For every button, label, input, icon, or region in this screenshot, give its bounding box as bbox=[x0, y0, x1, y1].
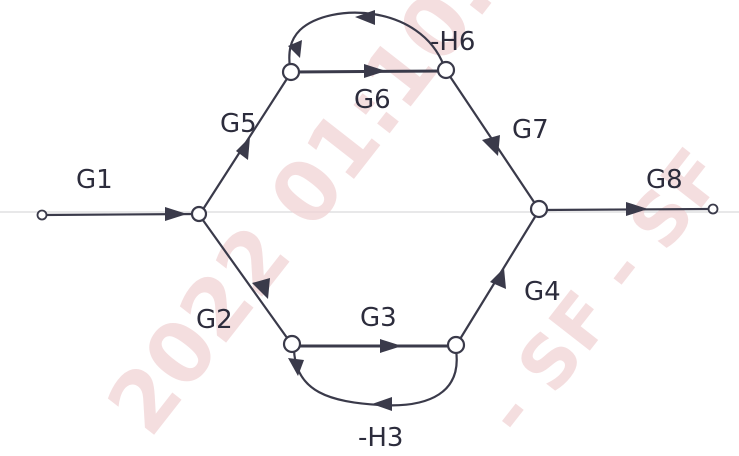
node-output bbox=[707, 203, 719, 215]
node-split bbox=[190, 205, 208, 223]
arrow-g5 bbox=[236, 137, 250, 160]
watermark: 2022 01:10:44 PM - SF - SF bbox=[89, 0, 739, 452]
node-lower-left bbox=[282, 334, 302, 354]
branch-g2 bbox=[198, 214, 292, 344]
node-join bbox=[529, 199, 549, 219]
branch-labels: G1 G2 G3 G4 G5 G6 G7 G8 -H6 -H3 bbox=[76, 27, 683, 453]
node-upper-left bbox=[281, 62, 301, 82]
label-g2: G2 bbox=[196, 305, 233, 335]
label-g6: G6 bbox=[354, 85, 391, 115]
nodes bbox=[36, 60, 719, 355]
node-upper-right bbox=[436, 60, 456, 80]
label-g7: G7 bbox=[512, 115, 549, 145]
branch-h3-feedback bbox=[292, 348, 458, 407]
label-g4: G4 bbox=[524, 277, 561, 307]
label-g8: G8 bbox=[646, 165, 683, 195]
arrow-g6 bbox=[364, 64, 386, 78]
label-g5: G5 bbox=[220, 109, 257, 139]
arrow-g4 bbox=[490, 268, 506, 289]
arrow-g7 bbox=[482, 135, 500, 156]
label-g1: G1 bbox=[76, 165, 113, 195]
node-input bbox=[36, 209, 48, 221]
arrow-g8 bbox=[626, 202, 648, 216]
label-h6: -H6 bbox=[430, 27, 475, 57]
arrowheads bbox=[165, 10, 648, 411]
branch-h6-feedback bbox=[288, 11, 446, 70]
arrow-h3-end bbox=[288, 358, 304, 376]
branch-g8 bbox=[538, 207, 713, 212]
arrow-g3 bbox=[380, 339, 402, 353]
arrow-h3 bbox=[372, 397, 392, 411]
label-h3: -H3 bbox=[358, 423, 403, 453]
arrow-h6-end bbox=[288, 40, 302, 58]
arrow-g2 bbox=[252, 278, 270, 299]
arrow-h6 bbox=[355, 10, 375, 25]
arrow-g1 bbox=[165, 207, 187, 221]
label-g3: G3 bbox=[360, 303, 397, 333]
watermark-secondary-text: - SF - SF bbox=[467, 133, 739, 450]
node-lower-right bbox=[446, 335, 466, 355]
